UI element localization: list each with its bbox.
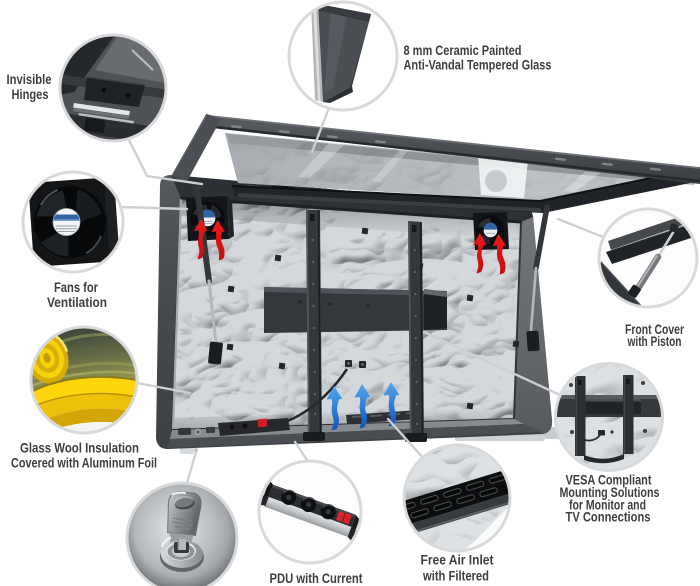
svg-text:TV Connections: TV Connections	[566, 510, 651, 525]
svg-text:Anti-Vandal Tempered Glass: Anti-Vandal Tempered Glass	[404, 58, 552, 73]
svg-text:PDU with Current: PDU with Current	[270, 571, 363, 586]
svg-text:Mounting Solutions: Mounting Solutions	[560, 485, 660, 500]
svg-text:Hinges: Hinges	[12, 87, 49, 102]
svg-text:Fans for: Fans for	[54, 280, 99, 295]
svg-text:8 mm Ceramic Painted: 8 mm Ceramic Painted	[404, 43, 522, 58]
svg-text:for Monitor and: for Monitor and	[569, 497, 646, 512]
svg-text:Ventilation: Ventilation	[47, 295, 107, 310]
svg-text:with Piston: with Piston	[627, 334, 682, 349]
svg-text:with Filtered: with Filtered	[422, 569, 489, 584]
svg-text:Free Air Inlet: Free Air Inlet	[421, 553, 494, 568]
svg-text:Glass Wool Insulation: Glass Wool Insulation	[20, 441, 139, 456]
svg-text:Invisible: Invisible	[7, 72, 52, 87]
svg-text:Front Cover: Front Cover	[625, 322, 685, 337]
svg-text:VESA Compliant: VESA Compliant	[566, 473, 652, 488]
svg-text:Covered with Aluminum Foil: Covered with Aluminum Foil	[11, 456, 157, 471]
